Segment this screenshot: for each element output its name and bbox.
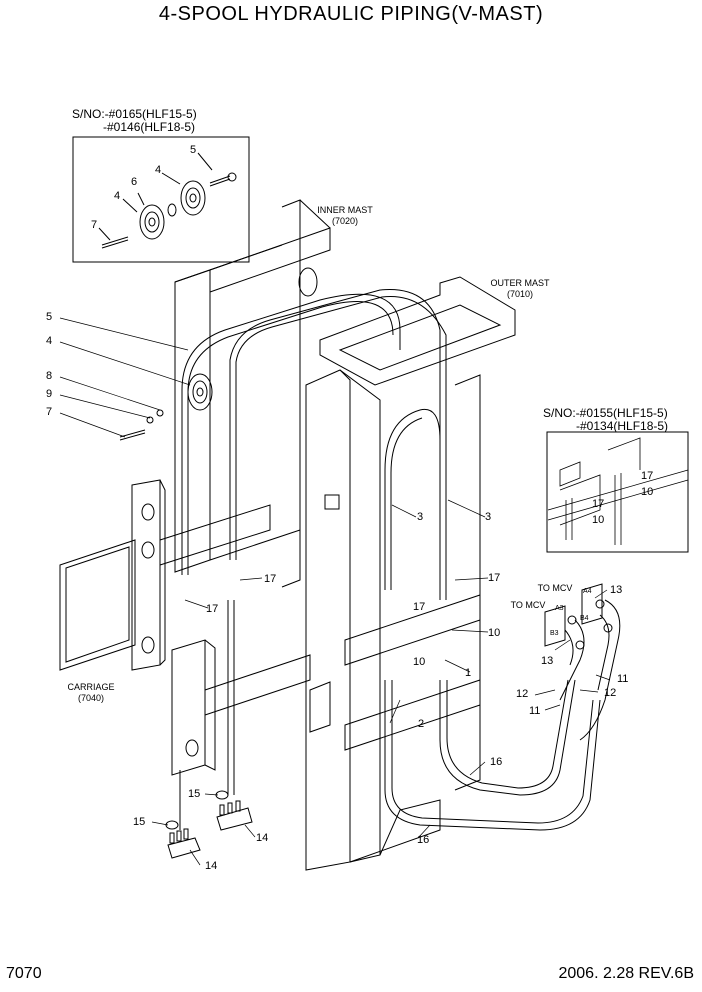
callout-9: 9 — [46, 388, 53, 400]
to-mcv-label-1: TO MCV — [537, 583, 573, 593]
callout-17: 17 — [264, 573, 277, 585]
callout-7: 7 — [46, 406, 53, 418]
to-mcv-label-2: TO MCV — [510, 600, 546, 610]
inset1-serial-line1: S/NO:-#0165(HLF15-5) — [72, 107, 197, 121]
callout-10: 10 — [592, 514, 605, 526]
callout-14: 14 — [256, 832, 269, 844]
inset-box-2 — [546, 431, 689, 553]
mcv-fittings — [544, 583, 613, 650]
callout-10: 10 — [488, 627, 501, 639]
carriage-caption: CARRIAGE(7040) — [67, 682, 115, 703]
revision-date: 2006. 2.28 REV.6B — [558, 965, 694, 982]
port-a3: A3 — [555, 605, 564, 612]
callout-11: 11 — [617, 673, 629, 685]
callout-17: 17 — [592, 498, 605, 510]
inset1-bolt — [101, 236, 129, 246]
callout-17: 17 — [641, 470, 654, 482]
inset-box-1 — [72, 136, 250, 263]
callout-3: 3 — [485, 511, 492, 523]
callout-13: 13 — [610, 584, 623, 596]
callout-2: 2 — [418, 718, 425, 730]
inset2-serial-line1: S/NO:-#0155(HLF15-5) — [543, 406, 668, 420]
inset2-serial-line2: -#0134(HLF18-5) — [576, 419, 669, 433]
callout-14: 14 — [205, 860, 218, 872]
inset1-pulley-small — [139, 204, 165, 240]
callout-4: 4 — [155, 164, 162, 176]
inner-mast-caption: INNER MAST(7020) — [317, 205, 373, 226]
callout-17: 17 — [413, 601, 426, 613]
fitting-block-lower-right — [215, 790, 253, 831]
callout-5: 5 — [190, 144, 197, 156]
callout-10: 10 — [413, 656, 426, 668]
callout-16: 16 — [417, 834, 430, 846]
callout-15: 15 — [133, 816, 146, 828]
carriage — [59, 479, 311, 776]
port-a4: A4 — [583, 588, 592, 595]
callout-10: 10 — [641, 486, 654, 498]
inset1-pin — [209, 175, 231, 184]
callout-4: 4 — [46, 335, 53, 347]
hose-lines — [181, 289, 621, 831]
outer-mast-caption: OUTER MAST(7010) — [490, 278, 550, 299]
callout-13: 13 — [541, 655, 554, 667]
callout-17: 17 — [488, 572, 501, 584]
port-b4: B4 — [580, 615, 589, 622]
port-b3: B3 — [550, 630, 559, 637]
page-title: 4-SPOOL HYDRAULIC PIPING(V-MAST) — [158, 3, 544, 25]
callout-15: 15 — [188, 788, 201, 800]
callout-5: 5 — [46, 311, 53, 323]
callout-12: 12 — [604, 687, 617, 699]
outer-mast — [305, 276, 516, 871]
callout-12: 12 — [516, 688, 529, 700]
inset1-pulley-large — [180, 180, 206, 216]
callout-4: 4 — [114, 190, 121, 202]
inset1-serial-line2: -#0146(HLF18-5) — [103, 120, 196, 134]
page-number: 7070 — [6, 965, 42, 982]
chain-pulley — [119, 373, 213, 441]
callout-11: 11 — [529, 705, 541, 717]
callout-3: 3 — [417, 511, 424, 523]
inset1-spacer — [167, 203, 177, 217]
fitting-block-lower-left — [165, 820, 201, 859]
callout-1: 1 — [465, 667, 472, 679]
inner-mast — [174, 199, 331, 588]
callout-17: 17 — [206, 603, 219, 615]
callout-6: 6 — [131, 176, 138, 188]
callout-16: 16 — [490, 756, 503, 768]
callout-8: 8 — [46, 370, 53, 382]
callout-7: 7 — [91, 219, 98, 231]
